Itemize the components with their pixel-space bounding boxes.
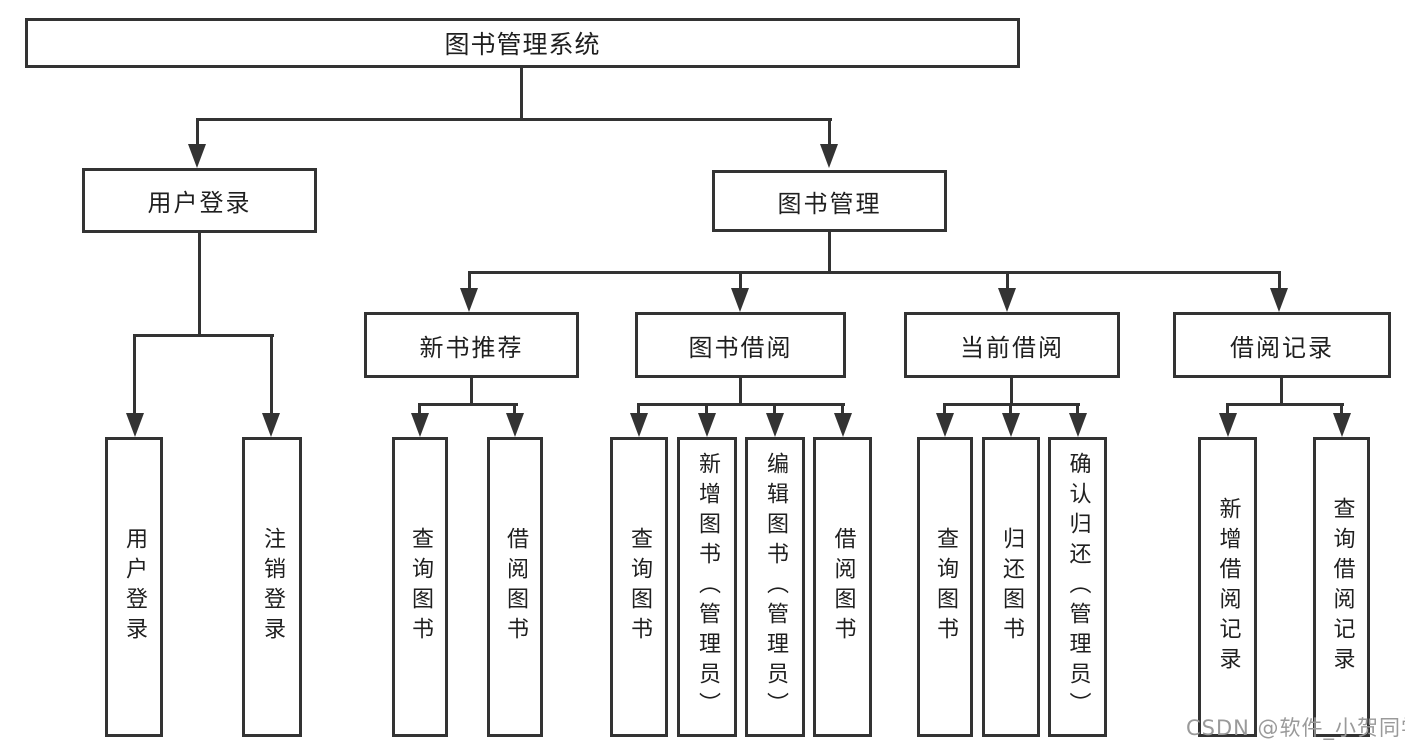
leaf-label: 查询借阅记录: [1329, 497, 1355, 677]
connector-book-management-stem: [828, 232, 831, 274]
connector-drop: [637, 403, 640, 415]
connector-drop: [1009, 403, 1012, 415]
connector-book-management-split: [468, 271, 1280, 274]
leaf-return-books: 归还图书: [982, 437, 1040, 737]
connector-drop-borrow-records: [1278, 271, 1281, 289]
arrowhead-to-leaf: [630, 413, 648, 437]
connector-current-borrow-stem: [1010, 378, 1013, 405]
connector-drop-user-login: [196, 118, 199, 146]
leaf-edit-books-admin: 编辑图书（管理员）: [745, 437, 805, 737]
arrowhead-to-leaf: [411, 413, 429, 437]
connector-drop: [1076, 403, 1079, 415]
leaf-label: 借阅图书: [503, 527, 528, 647]
arrowhead-to-leaf: [1069, 413, 1087, 437]
arrowhead-to-leaf-user-login: [126, 413, 144, 437]
connector-drop: [1226, 403, 1229, 415]
leaf-label: 新增借阅记录: [1215, 497, 1241, 677]
connector-book-borrow-split: [637, 403, 845, 406]
arrowhead-to-leaf-logout: [262, 413, 280, 437]
connector-drop: [513, 403, 516, 415]
leaf-label: 查询图书: [933, 527, 958, 647]
leaf-label: 查询图书: [627, 527, 652, 647]
leaf-borrow-books-recommend: 借阅图书: [487, 437, 543, 737]
connector-user-login-stem: [198, 233, 201, 336]
leaf-query-borrow-record: 查询借阅记录: [1313, 437, 1370, 737]
node-current-borrow: 当前借阅: [904, 312, 1120, 378]
node-book-borrow: 图书借阅: [635, 312, 846, 378]
connector-drop-current-borrow: [1006, 271, 1009, 289]
leaf-query-books-recommend: 查询图书: [392, 437, 448, 737]
connector-borrow-records-stem: [1280, 378, 1283, 405]
arrowhead-to-leaf: [506, 413, 524, 437]
leaf-user-login: 用户登录: [105, 437, 163, 737]
connector-drop: [773, 403, 776, 415]
arrowhead-to-leaf: [1219, 413, 1237, 437]
leaf-label: 归还图书: [999, 527, 1024, 647]
arrowhead-to-leaf: [1002, 413, 1020, 437]
leaf-query-books-current: 查询图书: [917, 437, 973, 737]
csdn-watermark: CSDN @软件_小贺同学: [1186, 716, 1405, 740]
node-new-book-recommend: 新书推荐: [364, 312, 579, 378]
leaf-logout: 注销登录: [242, 437, 302, 737]
connector-root-stem: [520, 68, 523, 121]
node-user-login: 用户登录: [82, 168, 317, 233]
connector-drop: [1340, 403, 1343, 415]
connector-drop-book-borrow: [739, 271, 742, 289]
connector-drop: [943, 403, 946, 415]
connector-drop: [705, 403, 708, 415]
connector-root-split: [196, 118, 832, 121]
connector-drop-leaf-user-login: [133, 334, 136, 414]
connector-drop: [418, 403, 421, 415]
leaf-label: 注销登录: [260, 527, 285, 647]
leaf-confirm-return-admin: 确认归还（管理员）: [1048, 437, 1107, 737]
arrowhead-to-leaf: [698, 413, 716, 437]
arrowhead-to-leaf: [834, 413, 852, 437]
leaf-label: 确认归还（管理员）: [1065, 452, 1091, 722]
connector-new-book-recommend-split: [418, 403, 518, 406]
leaf-label: 借阅图书: [830, 527, 856, 647]
leaf-label: 查询图书: [408, 527, 433, 647]
leaf-label: 编辑图书（管理员）: [763, 452, 788, 722]
arrowhead-to-user-login: [188, 144, 206, 168]
arrowhead-to-leaf: [1333, 413, 1351, 437]
connector-drop-leaf-logout: [270, 334, 273, 414]
leaf-query-books-borrow: 查询图书: [610, 437, 668, 737]
connector-book-borrow-stem: [739, 378, 742, 405]
arrowhead-to-book-borrow: [731, 288, 749, 312]
leaf-label: 用户登录: [122, 527, 147, 647]
connector-user-login-split: [133, 334, 274, 337]
arrowhead-to-book-management: [820, 144, 838, 168]
connector-new-book-recommend-stem: [470, 378, 473, 405]
node-library-management-system: 图书管理系统: [25, 18, 1020, 68]
leaf-add-borrow-record: 新增借阅记录: [1198, 437, 1257, 737]
node-borrow-records: 借阅记录: [1173, 312, 1391, 378]
arrowhead-to-leaf: [936, 413, 954, 437]
connector-drop-book-management: [828, 118, 831, 146]
connector-drop: [841, 403, 844, 415]
connector-drop-new-book-recommend: [468, 271, 471, 289]
arrowhead-to-borrow-records: [1270, 288, 1288, 312]
leaf-label: 新增图书（管理员）: [695, 452, 720, 722]
leaf-borrow-books: 借阅图书: [813, 437, 872, 737]
node-book-management: 图书管理: [712, 170, 947, 232]
arrowhead-to-current-borrow: [998, 288, 1016, 312]
leaf-add-books-admin: 新增图书（管理员）: [677, 437, 737, 737]
connector-borrow-records-split: [1226, 403, 1344, 406]
arrowhead-to-new-book-recommend: [460, 288, 478, 312]
arrowhead-to-leaf: [766, 413, 784, 437]
